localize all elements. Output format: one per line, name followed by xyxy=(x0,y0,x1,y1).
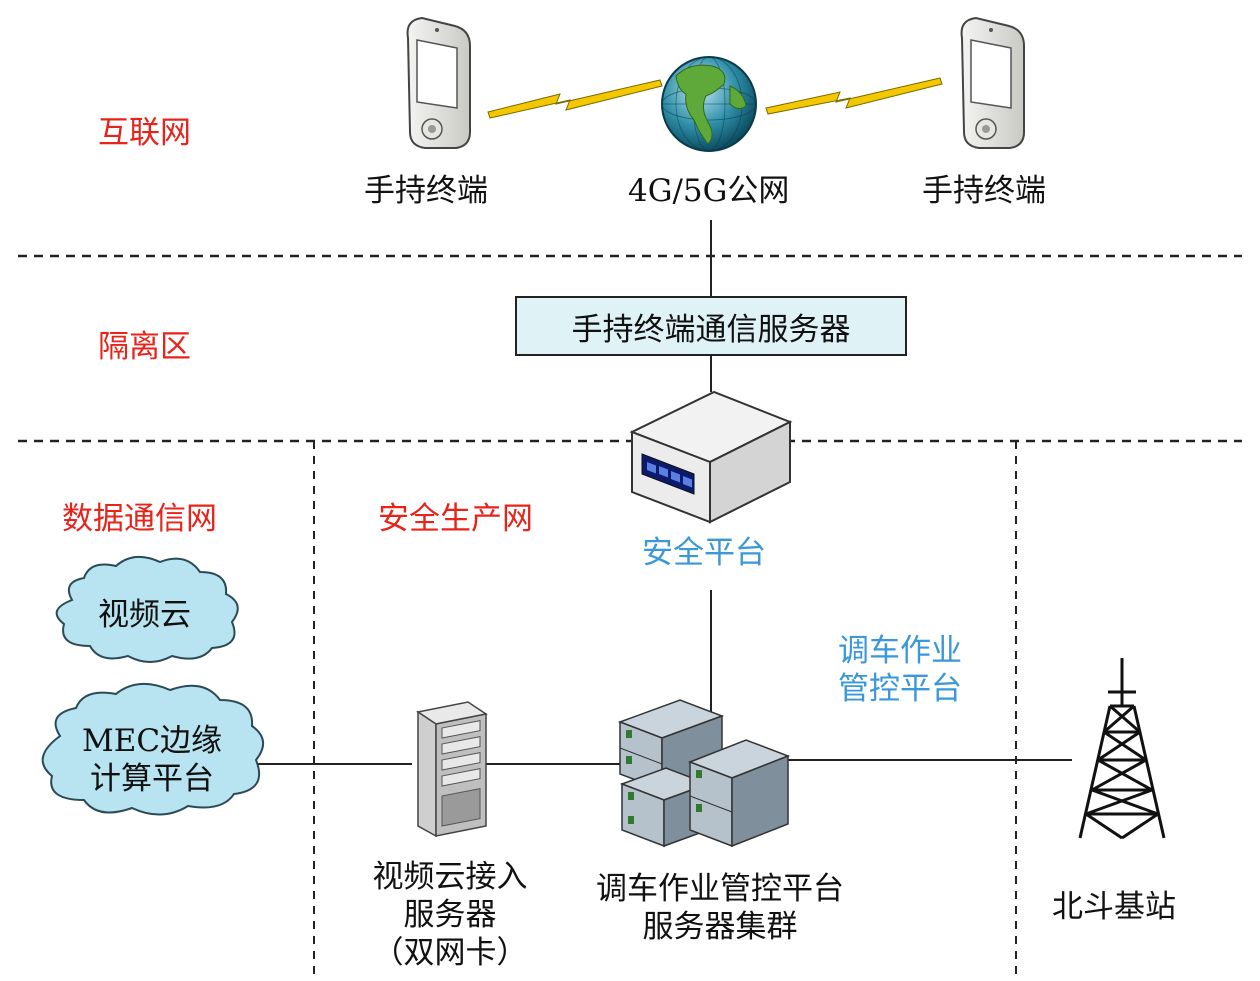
handheld-right-icon xyxy=(960,16,1025,149)
tower-server-icon xyxy=(416,701,488,838)
comm-server-box: 手持终端通信服务器 xyxy=(515,296,907,356)
shunting-platform-label-line2: 管控平台 xyxy=(838,671,962,707)
video-access-label-line3: （双网卡） xyxy=(372,935,528,971)
video-access-label-line1: 视频云接入 xyxy=(372,859,528,895)
mec-label-line1: MEC边缘 xyxy=(81,723,223,759)
comm-server-label: 手持终端通信服务器 xyxy=(571,311,851,348)
handheld-left-icon xyxy=(406,16,471,149)
video-access-label-line2: 服务器 xyxy=(403,897,497,933)
wireless-link-right-icon xyxy=(765,77,943,115)
security-appliance-icon xyxy=(629,390,793,524)
beidou-label: 北斗基站 xyxy=(1052,889,1176,925)
handheld-left-label: 手持终端 xyxy=(364,173,488,209)
cluster-label-line2: 服务器集群 xyxy=(642,909,798,945)
globe-icon xyxy=(661,56,757,152)
server-cluster-icon xyxy=(617,699,791,848)
zone-label-safety-prod: 安全生产网 xyxy=(378,501,533,537)
shunting-platform-label-line1: 调车作业 xyxy=(838,633,962,669)
video-cloud-shape xyxy=(55,555,239,663)
handheld-right-label: 手持终端 xyxy=(922,173,1046,209)
mec-cloud-shape xyxy=(41,683,264,816)
cluster-label-line1: 调车作业管控平台 xyxy=(596,871,844,907)
wireless-link-left-icon xyxy=(487,79,663,119)
zone-label-internet: 互联网 xyxy=(98,115,191,151)
mec-label-line2: 计算平台 xyxy=(90,761,214,797)
zone-label-isolation: 隔离区 xyxy=(98,329,191,365)
public-net-label: 4G/5G公网 xyxy=(628,173,790,209)
beidou-tower-icon xyxy=(1078,658,1166,840)
video-cloud-label: 视频云 xyxy=(98,597,191,633)
security-platform-label: 安全平台 xyxy=(642,535,766,571)
zone-label-data-comm: 数据通信网 xyxy=(62,501,217,537)
